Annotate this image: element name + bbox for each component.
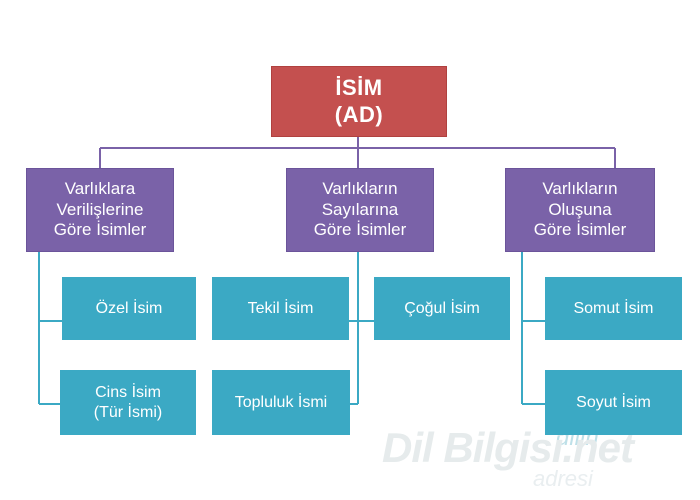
node-leaf-cins-isim: Cins İsim (Tür İsmi) [60,370,196,435]
watermark-subtext: adresi [533,466,593,491]
node-leaf-tekil-isim: Tekil İsim [212,277,349,340]
node-root-isim: İSİM (AD) [271,66,447,137]
node-category-olus: Varlıkların Oluşuna Göre İsimler [505,168,655,252]
node-leaf-topluluk-ismi: Topluluk İsmi [212,370,350,435]
node-leaf-somut-isim: Somut İsim [545,277,682,340]
node-category-verilis: Varlıklara Verilişlerine Göre İsimler [26,168,174,252]
node-category-sayi: Varlıkların Sayılarına Göre İsimler [286,168,434,252]
node-leaf-cogul-isim: Çoğul İsim [374,277,510,340]
node-leaf-soyut-isim: Soyut İsim [545,370,682,435]
node-leaf-ozel-isim: Özel İsim [62,277,196,340]
